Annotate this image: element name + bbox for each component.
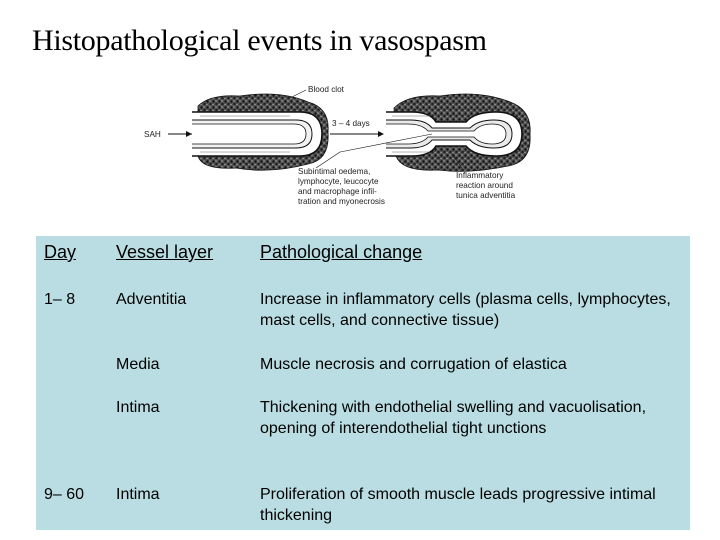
pathology-table: Day Vessel layer Pathological change 1– … (36, 236, 690, 530)
vessel-diagram: SAH Blood clot 3 – 4 days Subintimal oed… (144, 85, 531, 206)
row-4-layer: Intima (116, 486, 160, 503)
blood-clot-label: Blood clot (308, 85, 345, 94)
header-vessel-layer: Vessel layer (116, 242, 214, 262)
row-1-day: 1– 8 (44, 291, 76, 308)
row-3-change: Thickening with endothelial swelling and… (260, 399, 647, 437)
vasospasm-illustration: SAH Blood clot 3 – 4 days Subintimal oed… (140, 82, 540, 214)
page-title: Histopathological events in vasospasm (32, 24, 487, 57)
subintimal-label: Subintimal oedema, lymphocyte, leucocyte… (298, 167, 385, 206)
row-2-layer: Media (116, 356, 160, 373)
row-1-change: Increase in inflammatory cells (plasma c… (260, 291, 671, 329)
row-2-change: Muscle necrosis and corrugation of elast… (260, 356, 567, 373)
header-pathological-change: Pathological change (260, 242, 423, 262)
row-4-day: 9– 60 (44, 486, 85, 503)
row-4-change: Proliferation of smooth muscle leads pro… (260, 486, 656, 524)
days-label: 3 – 4 days (332, 119, 370, 128)
header-day: Day (44, 242, 77, 262)
inflammatory-label: Inflammatory reaction around tunica adve… (456, 171, 516, 200)
row-1-layer: Adventitia (116, 291, 187, 308)
row-3-layer: Intima (116, 399, 160, 416)
sah-label: SAH (144, 130, 161, 139)
